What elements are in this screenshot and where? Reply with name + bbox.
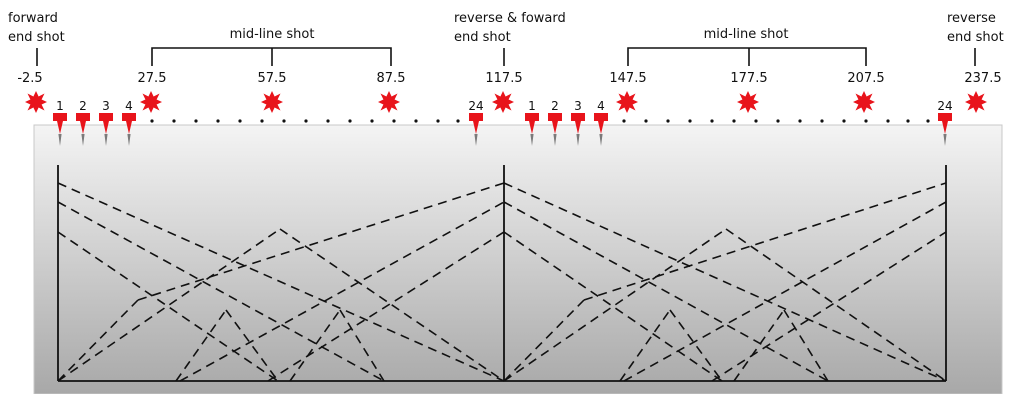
explosion-star-icon: [378, 91, 400, 113]
header-labels: forward end shot mid-line shot reverse &…: [8, 11, 1004, 45]
shot-position-label: 57.5: [258, 71, 287, 86]
label-connectors: [36, 47, 976, 66]
ground-section: [33, 124, 1003, 394]
geophone-label: 3: [102, 99, 110, 113]
explosion-star-icon: [140, 91, 162, 113]
geophone-labels: 1 2 3 4 24 1 2 3 4 24: [56, 99, 952, 113]
raypath-panel-right: [503, 165, 947, 382]
shot-position-label: 177.5: [730, 71, 767, 86]
explosion-star-icon: [25, 91, 47, 113]
shot-markers: [25, 91, 987, 113]
geophone-label: 24: [937, 99, 952, 113]
midline-shot-label-left: mid-line shot: [230, 27, 315, 42]
explosion-star-icon: [965, 91, 987, 113]
shot-position-labels: -2.5 27.5 57.5 87.5 117.5 147.5 177.5 20…: [17, 71, 1001, 86]
geophone-label: 3: [574, 99, 582, 113]
explosion-star-icon: [616, 91, 638, 113]
shot-position-label: 27.5: [138, 71, 167, 86]
shot-position-label: 147.5: [609, 71, 646, 86]
shot-position-label: 207.5: [847, 71, 884, 86]
explosion-star-icon: [737, 91, 759, 113]
geophone-label: 2: [79, 99, 87, 113]
shot-position-label: 237.5: [964, 71, 1001, 86]
shot-position-label: -2.5: [17, 71, 42, 86]
shot-position-label: 117.5: [485, 71, 522, 86]
geophone-label: 24: [468, 99, 483, 113]
reverse-forward-end-shot-label-line2: end shot: [454, 30, 511, 45]
reverse-end-shot-label-line1: reverse: [947, 11, 996, 26]
reverse-end-shot-label-line2: end shot: [947, 30, 1004, 45]
shot-position-label: 87.5: [377, 71, 406, 86]
midline-shot-label-right: mid-line shot: [704, 27, 789, 42]
geophone-label: 1: [56, 99, 64, 113]
geophone-label: 4: [125, 99, 133, 113]
forward-end-shot-label-line2: end shot: [8, 30, 65, 45]
explosion-star-icon: [853, 91, 875, 113]
geophone-label: 1: [528, 99, 536, 113]
explosion-star-icon: [492, 91, 514, 113]
forward-end-shot-label-line1: forward: [8, 11, 58, 26]
geophone-label: 4: [597, 99, 605, 113]
explosion-star-icon: [261, 91, 283, 113]
receiver-spread-dots: [150, 119, 930, 123]
reverse-forward-end-shot-label-line1: reverse & foward: [454, 11, 566, 26]
raypath-panel-left: [57, 165, 505, 382]
geophone-label: 2: [551, 99, 559, 113]
